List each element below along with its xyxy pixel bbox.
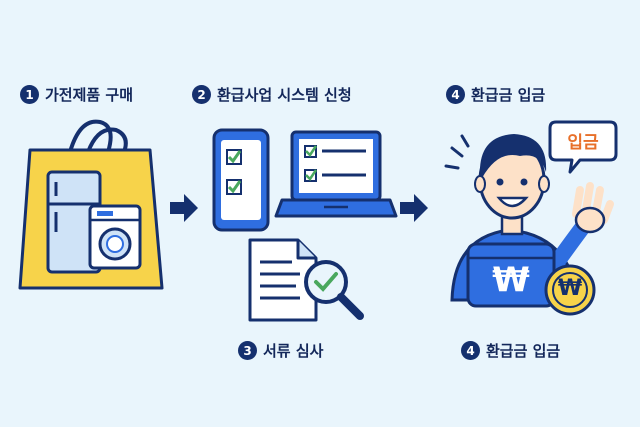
magnifier-check-icon [304,260,364,320]
arrow-right-icon [170,194,198,222]
step-4-label-top: 4 환급금 입금 [446,84,545,105]
coin-icon [544,264,596,316]
step-4-text-top: 환급금 입금 [471,86,546,104]
step-4-text-bottom: 환급금 입금 [486,342,561,360]
arrow-right-icon-2 [400,194,428,222]
step-3-number: 3 [238,341,257,360]
coin-currency-symbol: ₩ [557,276,583,301]
refrigerator-icon [46,170,102,274]
step-3-text: 서류 심사 [263,342,324,360]
step-4-number-bottom: 4 [461,341,480,360]
step-4-number-top: 4 [446,85,465,104]
step-1-text: 가전제품 구매 [45,86,134,104]
speech-bubble-text: 입금 [567,133,599,153]
step-2-number: 2 [192,85,211,104]
wallet-currency-symbol: ₩ [492,260,530,300]
step-1-label: 1 가전제품 구매 [20,84,133,105]
smartphone-checklist-icon [212,128,270,232]
washing-machine-icon [88,204,142,270]
step-3-label: 3 서류 심사 [238,340,323,361]
step-2-label: 2 환급사업 시스템 신청 [192,84,352,105]
speech-bubble [548,120,618,174]
step-2-text: 환급사업 시스템 신청 [217,86,352,104]
laptop-checklist-icon [274,130,398,218]
step-4-label-bottom: 4 환급금 입금 [461,340,560,361]
step-1-number: 1 [20,85,39,104]
